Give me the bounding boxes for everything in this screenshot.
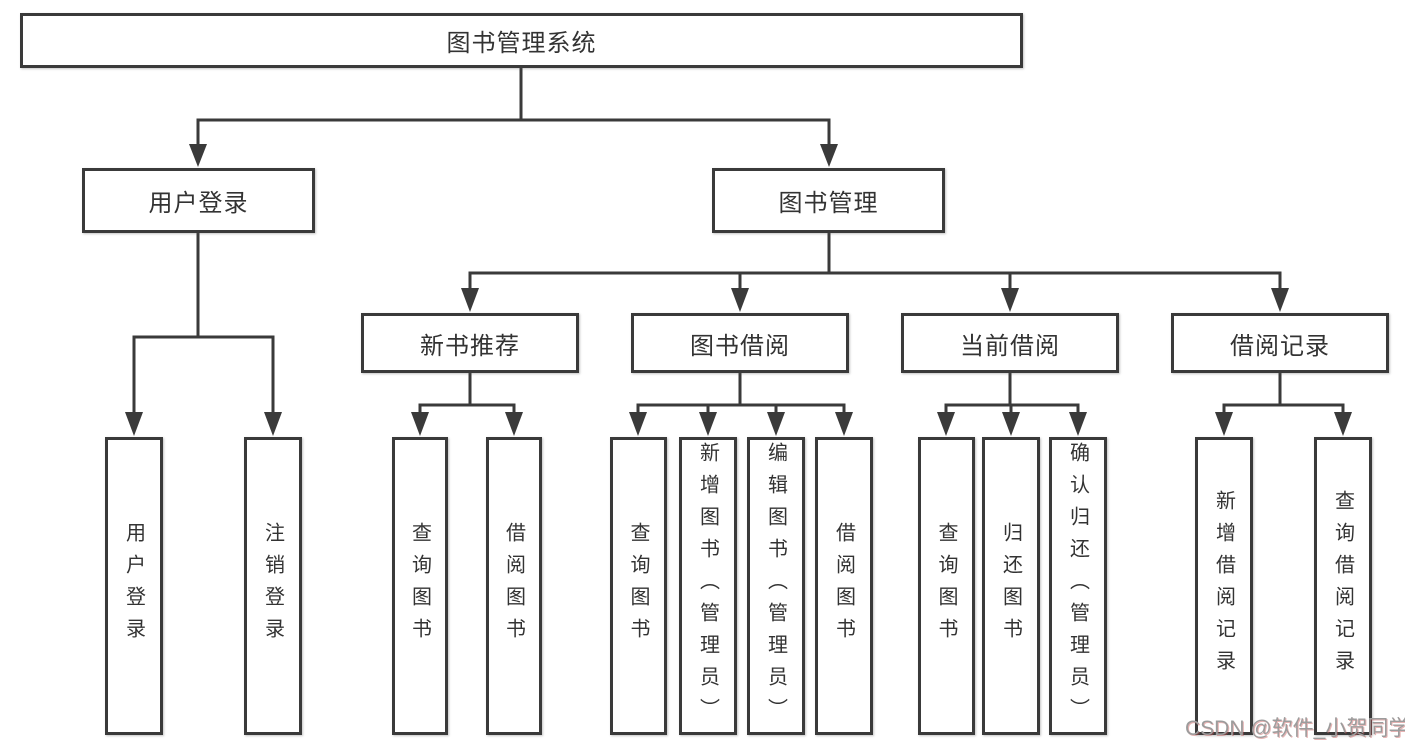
leaf-confirm-return-admin: 确认归还（管理员） [1049,437,1107,735]
leaf-confirm-return-admin-label: 确认归还（管理员） [1066,442,1089,730]
leaf-query-books-current-label: 查询图书 [935,522,957,650]
node-borrow-records-label: 借阅记录 [1230,332,1330,360]
node-user-login-label: 用户登录 [148,190,249,217]
connector-borrow-records-to-leaves [1215,373,1352,436]
leaf-query-books-recommend-label: 查询图书 [408,522,431,650]
node-current-borrow-label: 当前借阅 [960,332,1060,360]
leaf-edit-book-admin: 编辑图书（管理员） [747,437,805,735]
connector-new-book-recommend-to-leaves [411,373,523,436]
node-book-borrow-label: 图书借阅 [690,332,790,360]
connector-current-borrow-to-leaves [937,373,1087,436]
leaf-user-login: 用户登录 [105,437,163,735]
node-book-management-label: 图书管理 [778,190,879,217]
leaf-borrow-books: 借阅图书 [815,437,873,735]
leaf-borrow-books-label: 借阅图书 [832,522,855,650]
leaf-borrow-books-recommend: 借阅图书 [486,437,542,735]
leaf-query-books-borrow-label: 查询图书 [627,522,649,650]
leaf-return-book-label: 归还图书 [999,522,1022,650]
csdn-watermark: CSDN @软件_小贺同学 [1185,717,1405,740]
leaf-query-books-recommend: 查询图书 [392,437,448,735]
leaf-query-books-borrow: 查询图书 [610,437,667,735]
leaf-query-borrow-record: 查询借阅记录 [1314,437,1372,735]
leaf-add-book-admin-label: 新增图书（管理员） [696,442,719,730]
node-borrow-records: 借阅记录 [1171,313,1389,373]
leaf-edit-book-admin-label: 编辑图书（管理员） [764,442,787,730]
node-book-management: 图书管理 [712,168,945,233]
connector-book-borrow-to-leaves [629,373,853,436]
connector-root-to-level2 [189,68,838,167]
node-root-label: 图书管理系统 [446,30,597,57]
leaf-logout: 注销登录 [244,437,302,735]
node-current-borrow: 当前借阅 [901,313,1119,373]
leaf-borrow-books-recommend-label: 借阅图书 [502,522,525,650]
connector-book-management-to-level3 [461,233,1289,312]
leaf-add-borrow-record-label: 新增借阅记录 [1212,490,1235,682]
leaf-add-borrow-record: 新增借阅记录 [1195,437,1253,735]
leaf-query-books-current: 查询图书 [918,437,975,735]
leaf-logout-label: 注销登录 [261,522,284,650]
node-new-book-recommend-label: 新书推荐 [420,332,520,360]
leaf-return-book: 归还图书 [982,437,1040,735]
connector-user-login-to-leaves [125,233,282,436]
node-new-book-recommend: 新书推荐 [361,313,579,373]
leaf-user-login-label: 用户登录 [122,522,145,650]
leaf-query-borrow-record-label: 查询借阅记录 [1331,490,1354,682]
node-user-login: 用户登录 [82,168,315,233]
node-book-borrow: 图书借阅 [631,313,849,373]
leaf-add-book-admin: 新增图书（管理员） [679,437,737,735]
node-root-system: 图书管理系统 [20,13,1023,68]
